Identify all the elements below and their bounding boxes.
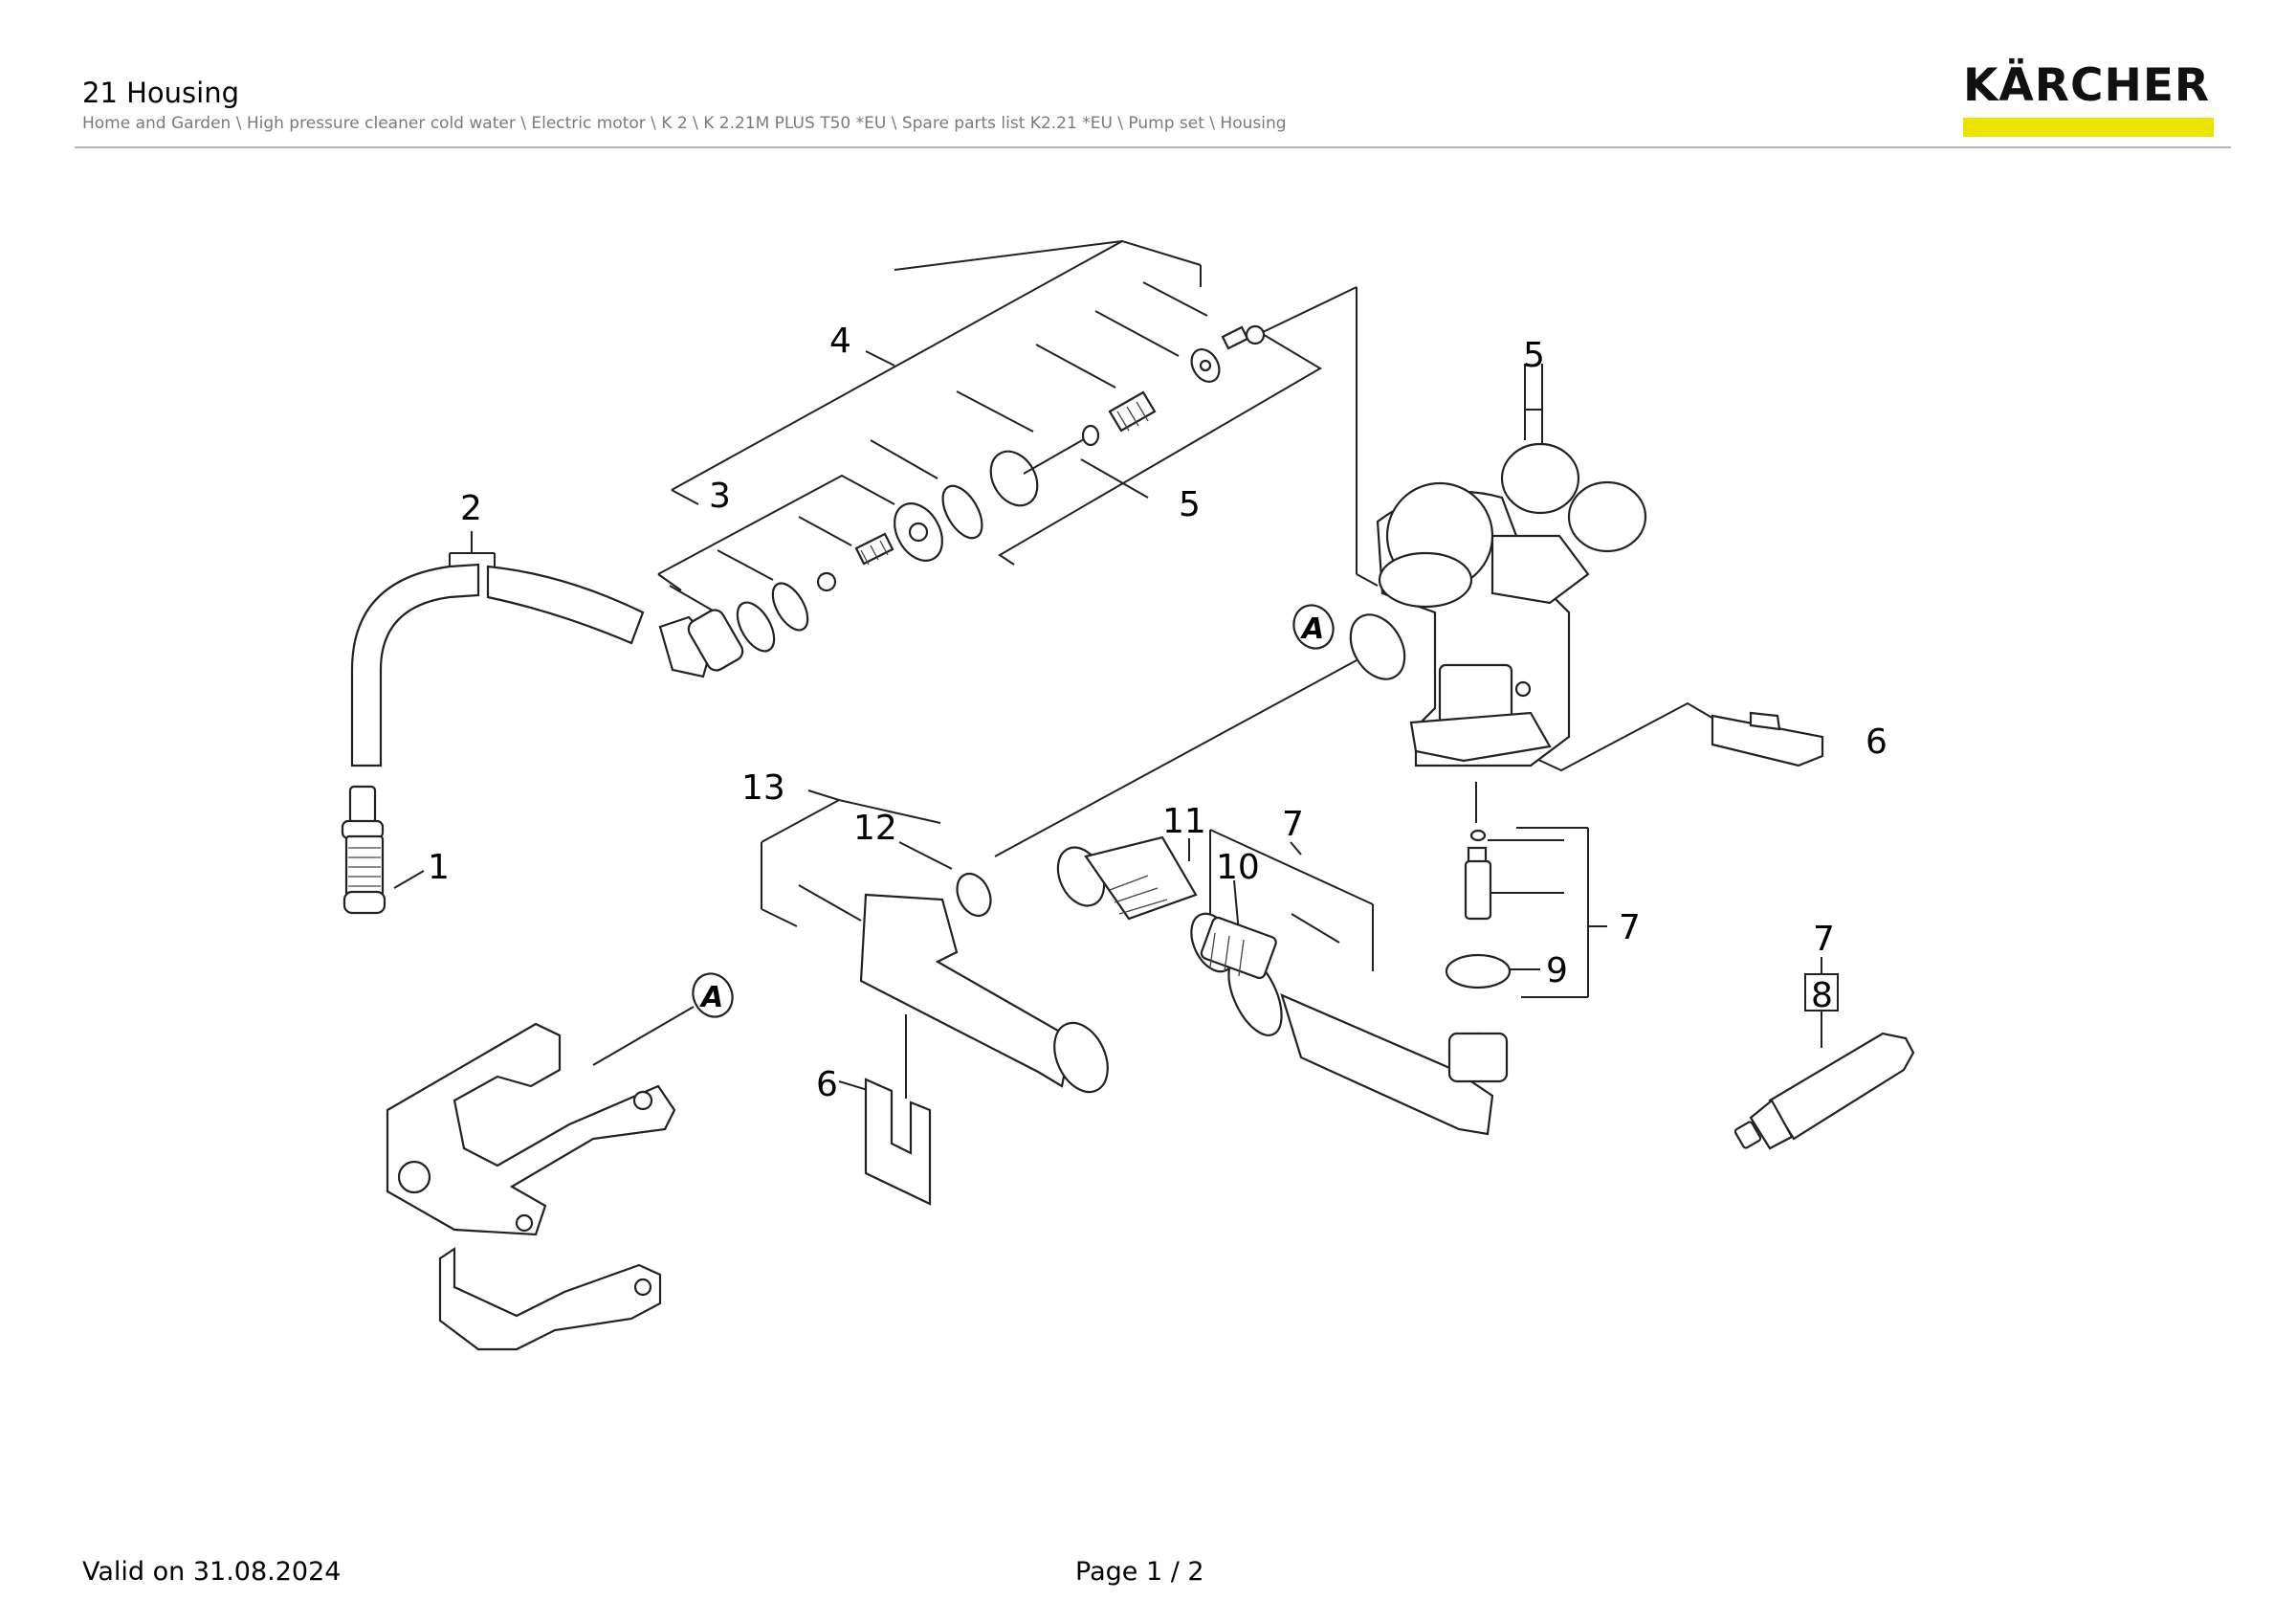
callout-11: 11 xyxy=(1162,802,1206,841)
callout-6-bottom: 6 xyxy=(816,1065,838,1104)
callout-12: 12 xyxy=(853,809,897,848)
logo-wordmark: KÄRCHER xyxy=(1963,59,2211,112)
callout-6-right: 6 xyxy=(1866,723,1888,762)
part-coupling-11 xyxy=(1056,835,1198,921)
callout-numbers: 1 2 3 4 5 5 6 6 7 7 7 8 9 10 11 12 13 xyxy=(428,322,1888,1104)
part-inlet-pipe xyxy=(1227,954,1509,1136)
part-filter-10 xyxy=(1190,912,1277,979)
callout-9: 9 xyxy=(1546,951,1568,990)
callout-4: 4 xyxy=(829,322,851,361)
logo-yellow-bar xyxy=(1963,118,2214,137)
part-mounting-bracket xyxy=(386,1022,676,1351)
callout-8: 8 xyxy=(1811,976,1833,1015)
callout-1: 1 xyxy=(428,848,450,887)
reference-mark-a-bracket: A xyxy=(692,972,734,1018)
callout-5-valve: 5 xyxy=(1179,485,1201,524)
part-o-ring-12 xyxy=(956,872,992,918)
leader-lines xyxy=(393,239,1839,1099)
header-divider xyxy=(75,146,2231,148)
callout-13: 13 xyxy=(741,768,785,808)
part-valve-3 xyxy=(658,502,943,678)
karcher-logo: KÄRCHER xyxy=(1963,63,2216,137)
part-suction-filter xyxy=(341,785,386,915)
part-suction-hose xyxy=(350,563,645,767)
reference-mark-label: A xyxy=(1300,612,1324,646)
callout-5-housing: 5 xyxy=(1523,336,1545,375)
reference-mark-a-housing: A xyxy=(1292,604,1335,650)
breadcrumb: Home and Garden \ High pressure cleaner … xyxy=(82,114,1287,133)
callout-7-grease: 7 xyxy=(1813,920,1835,959)
page-number: Page 1 / 2 xyxy=(1075,1557,1204,1587)
callout-10: 10 xyxy=(1216,848,1260,887)
callout-7-top: 7 xyxy=(1282,805,1304,844)
page-title: 21 Housing xyxy=(82,77,240,109)
part-elbow-13 xyxy=(859,893,1109,1094)
part-valve-insert-7 xyxy=(1464,829,1492,921)
part-grease-tube xyxy=(1733,1032,1915,1150)
callout-2: 2 xyxy=(460,489,482,528)
part-valve-4 xyxy=(941,324,1266,540)
reference-mark-label: A xyxy=(699,981,723,1014)
part-o-ring-9 xyxy=(1445,953,1512,989)
part-clip-6-bottom xyxy=(864,1078,932,1206)
valid-date: Valid on 31.08.2024 xyxy=(82,1557,342,1587)
callout-3: 3 xyxy=(709,477,731,516)
callout-7-right: 7 xyxy=(1619,908,1641,947)
part-clip-6-right xyxy=(1711,711,1824,767)
part-pump-housing xyxy=(1349,442,1647,767)
